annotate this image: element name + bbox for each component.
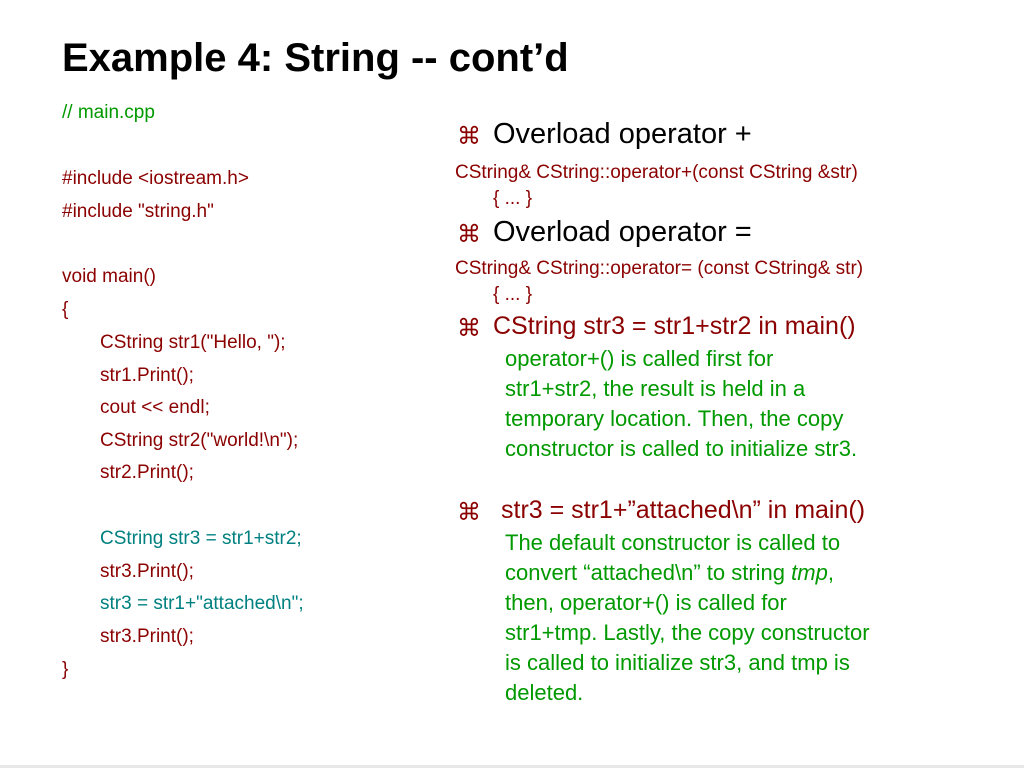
- tmp-italic: tmp: [791, 560, 828, 585]
- bullet-heading: Overload operator +: [493, 118, 752, 150]
- code-line: {: [62, 299, 69, 320]
- bullet-heading: str3 = str1+”attached\n” in main(): [501, 496, 866, 524]
- command-key-icon: ⌘: [457, 123, 481, 150]
- code-line: void main(): [62, 266, 156, 287]
- code-line: #include "string.h": [62, 201, 214, 222]
- explanation-line: The default constructor is called to: [505, 530, 841, 555]
- command-key-icon: ⌘: [457, 499, 481, 526]
- code-line: #include <iostream.h>: [62, 168, 249, 189]
- signature-body: { ... }: [493, 284, 533, 305]
- code-line: str3 = str1+"attached\n";: [100, 593, 304, 614]
- explanation-line: temporary location. Then, the copy: [505, 406, 844, 431]
- code-line: CString str3 = str1+str2;: [100, 528, 302, 549]
- code-line: CString str2("world!\n");: [100, 430, 299, 451]
- code-line: str1.Print();: [100, 365, 194, 386]
- explanation-line: constructor is called to initialize str3…: [505, 436, 858, 461]
- bullet-heading: Overload operator =: [493, 216, 752, 248]
- explanation-line: str1+str2, the result is held in a: [505, 376, 806, 401]
- bullet-heading: CString str3 = str1+str2 in main(): [493, 312, 856, 340]
- code-line: }: [62, 659, 69, 680]
- explanation-text: convert “attached\n” to string: [505, 560, 792, 585]
- explanation-text: ,: [827, 560, 834, 585]
- explanation-line: str1+tmp. Lastly, the copy constructor: [505, 620, 870, 645]
- explanation-line: operator+() is called first for: [505, 346, 774, 371]
- code-line: str3.Print();: [100, 626, 194, 647]
- code-line: cout << endl;: [100, 397, 210, 418]
- command-key-icon: ⌘: [457, 315, 481, 342]
- explanation-line: then, operator+() is called for: [505, 590, 787, 615]
- signature-line: CString& CString::operator+(const CStrin…: [455, 162, 858, 183]
- signature-body: { ... }: [493, 188, 533, 209]
- signature-line: CString& CString::operator= (const CStri…: [455, 258, 864, 279]
- code-line: str2.Print();: [100, 462, 194, 483]
- code-line: CString str1("Hello, ");: [100, 332, 286, 353]
- code-line: // main.cpp: [62, 102, 155, 123]
- command-key-icon: ⌘: [457, 221, 481, 248]
- code-line: str3.Print();: [100, 561, 194, 582]
- explanation-line: deleted.: [505, 680, 584, 705]
- explanation-line: convert “attached\n” to string tmp,: [505, 560, 834, 586]
- explanation-line: is called to initialize str3, and tmp is: [505, 650, 850, 675]
- slide-title: Example 4: String -- cont’d: [62, 36, 569, 80]
- bottom-divider: [0, 765, 1024, 768]
